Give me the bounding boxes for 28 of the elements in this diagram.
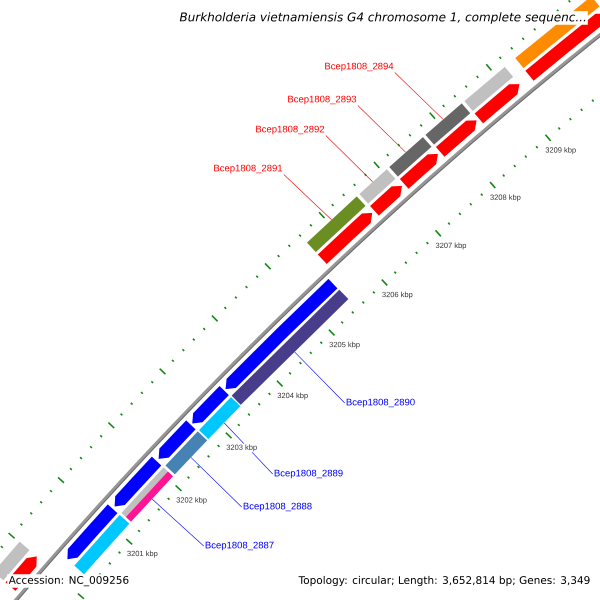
feature-bar bbox=[464, 66, 514, 112]
gene-label: Bcep1808_2891 bbox=[214, 164, 282, 174]
map-title: Burkholderia vietnamiensis G4 chromosome 1, complete sequenc... bbox=[178, 11, 588, 25]
gene-label: Bcep1808_2887 bbox=[206, 542, 274, 550]
leader-line bbox=[394, 72, 444, 120]
leader-line bbox=[284, 174, 332, 220]
leader-line bbox=[294, 352, 345, 404]
feature-bar bbox=[165, 431, 208, 474]
gene-label: Bcep1808_2892 bbox=[256, 126, 324, 134]
gene-label: Bcep1808_2888 bbox=[244, 502, 312, 512]
leader-line bbox=[152, 498, 204, 546]
gene-label: Bcep1808_2894 bbox=[325, 62, 394, 72]
feature-bar bbox=[359, 169, 396, 204]
leader-line bbox=[358, 105, 406, 152]
feature-bar bbox=[389, 137, 432, 177]
feature-bar bbox=[232, 290, 348, 405]
sequence-info-text: Topology: circular; Length: 3,652,814 bp; Genes: 3,349 bbox=[297, 574, 592, 588]
accession-text: Accession: NC_009256 bbox=[7, 574, 131, 588]
feature-bar bbox=[198, 397, 240, 440]
gene-label: Bcep1808_2890 bbox=[346, 398, 415, 408]
leader-line bbox=[326, 135, 373, 182]
feature-bar bbox=[425, 103, 470, 145]
feature-bar bbox=[121, 467, 168, 518]
gene-label: Bcep1808_2893 bbox=[288, 96, 356, 104]
feature-bar bbox=[126, 471, 174, 522]
gene-label: Bcep1808_2889 bbox=[274, 470, 343, 478]
feature-bar bbox=[306, 196, 366, 252]
leader-line bbox=[190, 457, 242, 508]
